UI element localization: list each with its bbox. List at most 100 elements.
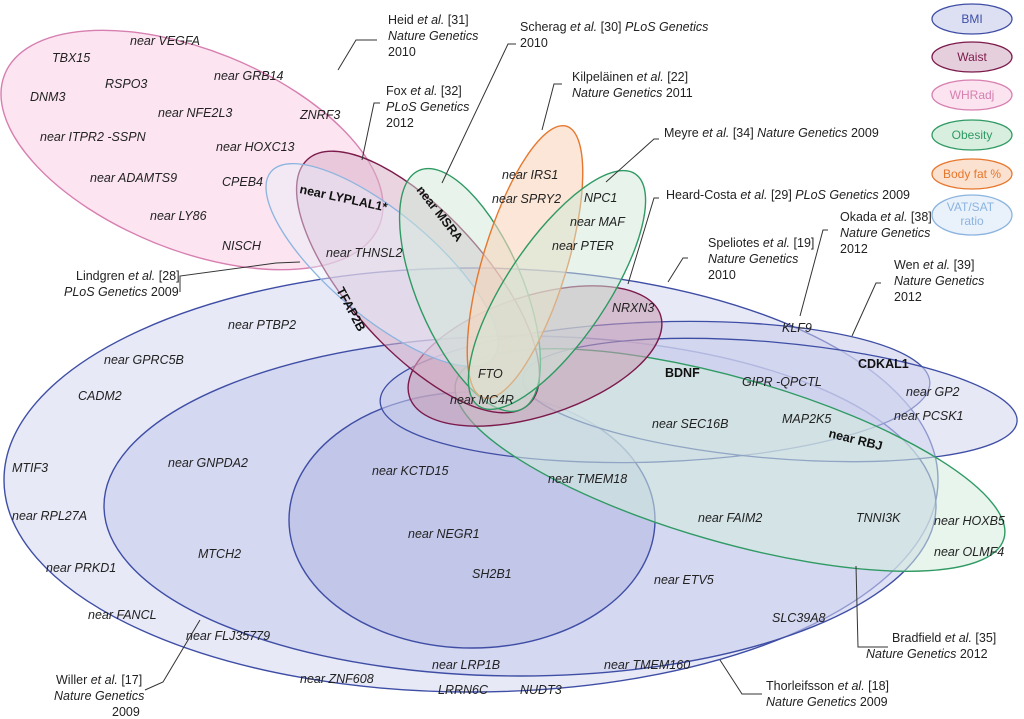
gene-label: near MC4R — [450, 393, 514, 407]
gene-label: SH2B1 — [472, 567, 512, 581]
gene-labels-bmi-main: near PTBP2 near GPRC5B CADM2 MTIF3 near … — [12, 318, 826, 697]
gene-label: near THNSL2 — [326, 246, 402, 260]
leader-thorleifsson — [719, 659, 762, 695]
gene-label: GIPR -QPCTL — [742, 375, 822, 389]
leader-fox — [361, 102, 380, 161]
citation-willer: Willer et al. [17] Nature Genetics 2009 — [54, 673, 148, 719]
leader-scherag — [441, 43, 516, 184]
legend-swatch-bmi — [931, 3, 1013, 35]
gene-label: TBX15 — [52, 51, 90, 65]
gene-label: near GRB14 — [214, 69, 284, 83]
gene-label: LRRN6C — [438, 683, 489, 697]
legend-swatch-whradj — [931, 79, 1013, 111]
citation-meyre: Meyre et al. [34] Nature Genetics 2009 — [664, 126, 879, 140]
gene-label: near GPRC5B — [104, 353, 184, 367]
leader-meyre — [605, 138, 659, 183]
gene-label: CDKAL1 — [858, 357, 909, 371]
gene-label: near ETV5 — [654, 573, 714, 587]
citation-leaders — [144, 39, 888, 695]
citation-heid: Heid et al. [31] Nature Genetics 2010 — [388, 13, 482, 59]
citation-thorleifsson: Thorleifsson et al. [18] Nature Genetics… — [766, 679, 893, 709]
gene-labels-vatsat: near THNSL2 — [326, 246, 402, 260]
gene-label: near KCTD15 — [372, 464, 448, 478]
leader-okada — [799, 229, 828, 317]
gene-label: near GNPDA2 — [168, 456, 248, 470]
gene-label: CPEB4 — [222, 175, 263, 189]
legend-item-bmi: BMI — [931, 3, 1013, 35]
legend-swatch-obesity — [931, 119, 1013, 151]
gene-labels-center: FTO near MC4R BDNF — [450, 366, 700, 407]
gene-labels-obesity: NPC1 near MAF near PTER — [552, 191, 626, 253]
gene-label: BDNF — [665, 366, 700, 380]
citation-scherag: Scherag et al. [30] PLoS Genetics 2010 — [520, 20, 712, 50]
gene-label: DNM3 — [30, 90, 65, 104]
gene-label: ZNRF3 — [299, 108, 340, 122]
legend-label-obesity: Obesity — [952, 128, 993, 142]
leader-wen — [851, 282, 881, 337]
legend-label-waist: Waist — [957, 50, 987, 64]
gene-label: NRXN3 — [612, 301, 654, 315]
leader-heardcosta — [627, 197, 659, 285]
gene-label: near MAF — [570, 215, 626, 229]
gene-labels-bodyfat: near IRS1 near SPRY2 — [492, 168, 561, 206]
leader-heid — [337, 39, 377, 71]
obesity-meyre-ellipse — [467, 169, 647, 411]
gene-label: near LRP1B — [432, 658, 500, 672]
gene-label: near NFE2L3 — [158, 106, 232, 120]
gene-label: near LY86 — [150, 209, 207, 223]
leader-lindgren — [179, 261, 301, 292]
gene-label: near GP2 — [906, 385, 960, 399]
leader-bradfield — [855, 565, 888, 648]
legend: BMI Waist WHRadj Obesity Body fat % VAT/… — [931, 3, 1013, 236]
legend-label-bmi: BMI — [961, 12, 982, 26]
citation-lindgren: Lindgren et al. [28] PLoS Genetics 2009 — [64, 269, 183, 299]
legend-item-whradj: WHRadj — [931, 79, 1013, 111]
legend-item-vatsat: VAT/SAT ratio — [931, 194, 1013, 236]
gene-label: NPC1 — [584, 191, 617, 205]
citation-labels: Heid et al. [31] Nature Genetics 2010 Sc… — [54, 13, 1000, 719]
citation-bradfield: Bradfield et al. [35] Nature Genetics 20… — [866, 631, 1000, 661]
gene-label: KLF9 — [782, 321, 812, 335]
citation-heardcosta: Heard-Costa et al. [29] PLoS Genetics 20… — [666, 188, 910, 202]
leader-kilpelainen — [541, 83, 562, 131]
legend-swatch-waist — [931, 41, 1013, 73]
legend-swatch-vatsat — [931, 194, 1013, 236]
gene-label: near TMEM160 — [604, 658, 690, 672]
gene-label: near PTBP2 — [228, 318, 296, 332]
legend-item-bodyfat: Body fat % — [931, 158, 1013, 190]
gene-label: near PRKD1 — [46, 561, 116, 575]
gene-label: near ADAMTS9 — [90, 171, 177, 185]
gene-label: near FAIM2 — [698, 511, 762, 525]
gene-label: near FANCL — [88, 608, 157, 622]
citation-okada: Okada et al. [38] Nature Genetics 2012 — [840, 210, 935, 256]
leader-willer — [144, 619, 201, 691]
gene-label: TNNI3K — [856, 511, 901, 525]
gene-label: near HOXC13 — [216, 140, 295, 154]
gene-label: near ZNF608 — [300, 672, 374, 686]
legend-label-bodyfat: Body fat % — [943, 167, 1001, 181]
legend-swatch-bodyfat — [931, 158, 1013, 190]
gene-label: near SPRY2 — [492, 192, 561, 206]
gene-label: near OLMF4 — [934, 545, 1004, 559]
gene-label: NUDT3 — [520, 683, 562, 697]
citation-kilpelainen: Kilpeläinen et al. [22] Nature Genetics … — [572, 70, 693, 100]
gene-label: MTCH2 — [198, 547, 241, 561]
legend-label-vatsat: VAT/SAT ratio — [947, 200, 997, 228]
citation-wen: Wen et al. [39] Nature Genetics 2012 — [894, 258, 988, 304]
gene-label: near HOXB5 — [934, 514, 1005, 528]
legend-label-whradj: WHRadj — [950, 88, 995, 102]
gene-label: SLC39A8 — [772, 611, 826, 625]
gene-label: near RPL27A — [12, 509, 87, 523]
gene-label: NISCH — [222, 239, 262, 253]
gene-label: CADM2 — [78, 389, 122, 403]
gene-label: MTIF3 — [12, 461, 48, 475]
gene-label: near SEC16B — [652, 417, 728, 431]
legend-item-waist: Waist — [931, 41, 1013, 73]
legend-item-obesity: Obesity — [931, 119, 1013, 151]
gene-label: near IRS1 — [502, 168, 558, 182]
leader-speliotes — [667, 257, 688, 283]
gene-label: near VEGFA — [130, 34, 200, 48]
gene-label: near PCSK1 — [894, 409, 963, 423]
gene-labels-whradj: TBX15 near VEGFA RSPO3 near GRB14 DNM3 n… — [30, 34, 340, 253]
